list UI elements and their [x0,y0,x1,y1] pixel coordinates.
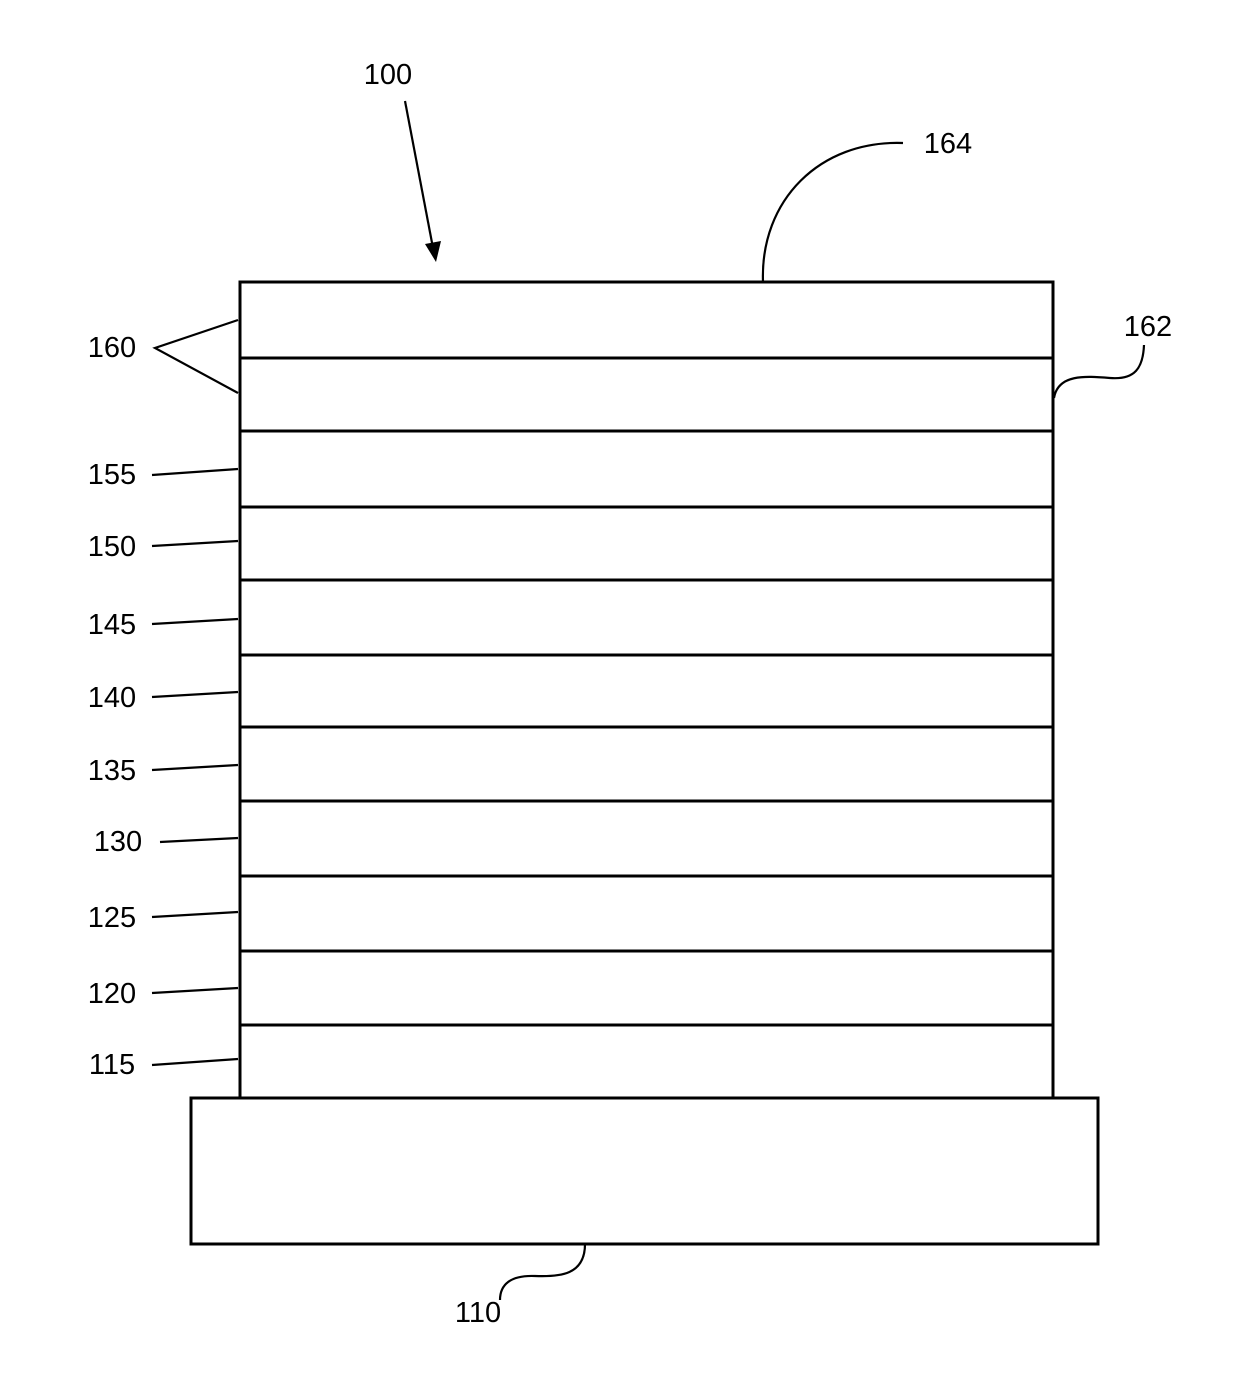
layer-leader [152,692,238,697]
layer-label: 145 [88,609,136,641]
top-surface-leader [763,143,903,282]
layer-leader [152,469,238,475]
layer-label-150: 150 [88,531,238,563]
layer-interfaces [240,358,1053,1025]
layer-stack [240,282,1053,1098]
layer-leader [160,838,238,842]
split-top-layer-bracket [155,320,238,393]
layer-label-145: 145 [88,609,238,641]
device-arrow-head [425,241,441,262]
layer-label-130: 130 [94,826,238,858]
substrate-leader [500,1244,585,1300]
split-top-layer-label: 160 [88,332,136,364]
layer-label-135: 135 [88,755,238,787]
side-surface-leader [1054,345,1144,398]
layer-leader [152,619,238,624]
layer-label-115: 115 [89,1049,238,1081]
layer-leader [152,912,238,917]
layer-leader [152,541,238,546]
layer-label-155: 155 [88,459,238,491]
layer-label: 155 [88,459,136,491]
layer-label: 135 [88,755,136,787]
top-surface-label: 164 [924,128,972,160]
device-arrow-shaft [405,101,433,248]
layer-label: 140 [88,682,136,714]
substrate [191,1098,1098,1244]
layer-label-125: 125 [88,902,238,934]
layer-label: 125 [88,902,136,934]
layer-label-120: 120 [88,978,238,1010]
layer-leader [152,765,238,770]
layer-label-140: 140 [88,682,238,714]
device-label: 100 [364,59,412,91]
layer-label: 120 [88,978,136,1010]
substrate-label: 110 [455,1297,501,1329]
layer-label: 130 [94,826,142,858]
layer-leader [152,988,238,993]
layer-leader [152,1059,238,1065]
layer-label: 150 [88,531,136,563]
layer-label: 115 [89,1049,135,1081]
side-surface-label: 162 [1124,311,1172,343]
